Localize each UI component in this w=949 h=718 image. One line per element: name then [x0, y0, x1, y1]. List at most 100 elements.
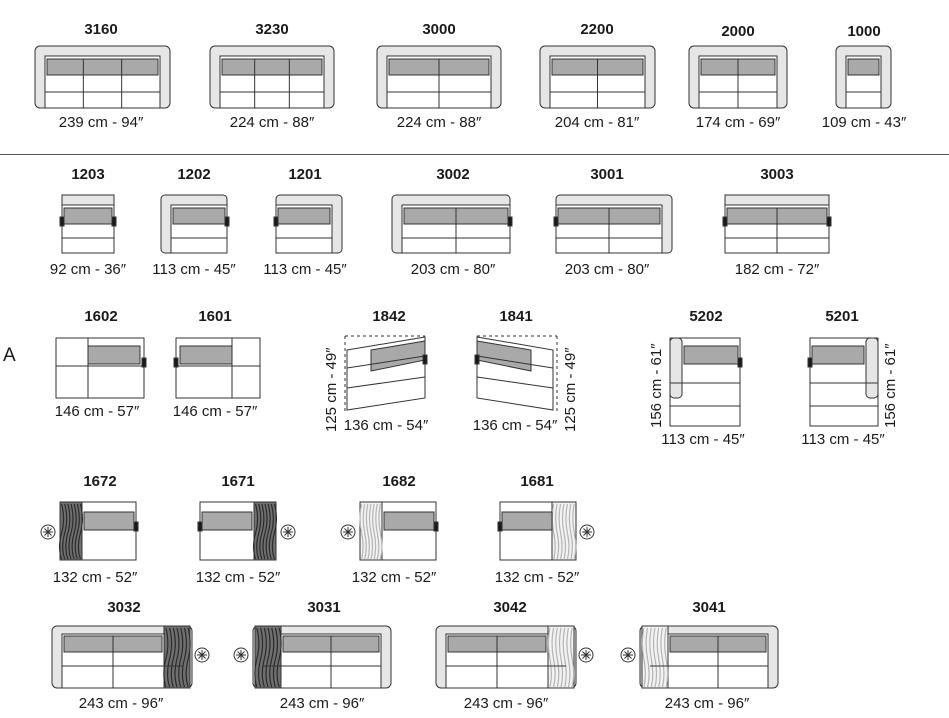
connector-clip — [224, 216, 230, 227]
model-code: 1203 — [71, 166, 105, 183]
model-dimension: 136 cm - 54″ — [343, 417, 429, 434]
marble-vein — [178, 627, 184, 688]
connector-clip — [474, 354, 480, 365]
sofa-backrest-cushion — [179, 345, 233, 365]
connector-clip — [737, 357, 743, 368]
marble-vein — [558, 627, 564, 688]
sofa-backrest-cushion — [811, 345, 865, 365]
model-dimension: 113 cm - 45″ — [263, 261, 347, 278]
asterisk-icon — [44, 528, 52, 536]
marble-vein — [359, 503, 364, 560]
model-code: 1000 — [847, 23, 881, 40]
model-dimension: 132 cm - 52″ — [494, 569, 580, 586]
model-depth: 156 cm - 61″ — [882, 343, 899, 428]
marble-vein — [656, 627, 661, 688]
marble-vein — [649, 627, 654, 688]
model-code: 1601 — [198, 308, 232, 325]
marble-vein — [170, 627, 176, 688]
model-dimension: 92 cm - 36″ — [49, 261, 127, 278]
model-dimension: 113 cm - 45″ — [152, 261, 236, 278]
connector-clip — [197, 521, 203, 532]
connector-clip — [111, 216, 117, 227]
marble-vein — [185, 627, 191, 688]
model-dimension: 109 cm - 43″ — [821, 114, 907, 131]
model-code: 1842 — [372, 308, 406, 325]
model-dimension: 132 cm - 52″ — [351, 569, 437, 586]
model-dimension: 174 cm - 69″ — [695, 114, 781, 131]
marble-vein — [272, 627, 279, 688]
model-dimension: 132 cm - 52″ — [195, 569, 281, 586]
sofa-backrest-cushion — [63, 207, 113, 225]
marble-vein — [166, 627, 173, 688]
seat-line — [346, 376, 426, 389]
asterisk-icon — [284, 528, 292, 536]
model-depth: 156 cm - 61″ — [648, 343, 665, 428]
marble-vein — [362, 503, 367, 560]
connector-clip — [133, 521, 139, 532]
model-code: 3000 — [422, 21, 456, 38]
connector-clip — [273, 216, 279, 227]
model-dimension: 243 cm - 96″ — [78, 695, 164, 712]
marble-vein — [570, 627, 575, 688]
marble-vein — [562, 627, 567, 688]
row-label: A — [3, 345, 16, 366]
sofa-backrest-cushion — [683, 345, 739, 365]
model-dimension: 203 cm - 80″ — [410, 261, 496, 278]
marble-vein — [365, 503, 370, 560]
marble-vein — [174, 627, 180, 688]
marble-vein — [558, 503, 563, 560]
model-dimension: 146 cm - 57″ — [172, 403, 258, 420]
model-dimension: 243 cm - 96″ — [279, 695, 365, 712]
model-code: 5201 — [825, 308, 859, 325]
marble-vein — [254, 627, 260, 688]
model-code: 1602 — [84, 308, 118, 325]
marble-vein — [572, 503, 577, 560]
connector-clip — [553, 216, 559, 227]
model-code: 2000 — [721, 23, 755, 40]
model-code: 1681 — [520, 473, 554, 490]
marble-vein — [660, 627, 665, 688]
sofa-backrest-cushion — [277, 207, 331, 225]
model-dimension: 243 cm - 96″ — [463, 695, 549, 712]
connector-clip — [497, 521, 503, 532]
marble-vein — [547, 627, 552, 688]
seat-line — [346, 355, 426, 369]
connector-clip — [59, 216, 65, 227]
model-dimension: 182 cm - 72″ — [734, 261, 820, 278]
model-dimension: 146 cm - 57″ — [54, 403, 140, 420]
model-code: 1202 — [177, 166, 211, 183]
model-dimension: 224 cm - 88″ — [229, 114, 315, 131]
model-code: 3042 — [493, 599, 527, 616]
marble-vein — [68, 503, 74, 560]
model-dimension: 203 cm - 80″ — [564, 261, 650, 278]
model-code: 3001 — [590, 166, 624, 183]
sofa-backrest-cushion — [172, 207, 226, 225]
marble-vein — [566, 627, 571, 688]
model-code: 3003 — [760, 166, 794, 183]
seat-line — [476, 355, 554, 369]
connector-clip — [722, 216, 728, 227]
model-code: 3002 — [436, 166, 470, 183]
marble-vein — [262, 503, 268, 560]
seat-line — [476, 376, 554, 389]
asterisk-icon — [624, 651, 632, 659]
sofa-backrest-cushion — [221, 58, 323, 76]
model-dimension: 239 cm - 94″ — [58, 114, 144, 131]
marble-vein — [181, 627, 188, 688]
model-code: 1201 — [288, 166, 322, 183]
asterisk-icon — [198, 651, 206, 659]
sofa-backrest-cushion — [476, 340, 532, 372]
asterisk-icon — [237, 651, 245, 659]
model-depth: 125 cm - 49″ — [323, 347, 340, 432]
marble-vein — [664, 627, 669, 688]
marble-vein — [62, 503, 68, 560]
marble-vein — [259, 503, 265, 560]
model-code: 1671 — [221, 473, 255, 490]
sofa-backrest-cushion — [46, 58, 159, 76]
model-code: 3041 — [692, 599, 726, 616]
connector-clip — [422, 354, 428, 365]
marble-vein — [368, 503, 374, 560]
marble-vein — [652, 627, 658, 688]
marble-vein — [71, 503, 77, 560]
